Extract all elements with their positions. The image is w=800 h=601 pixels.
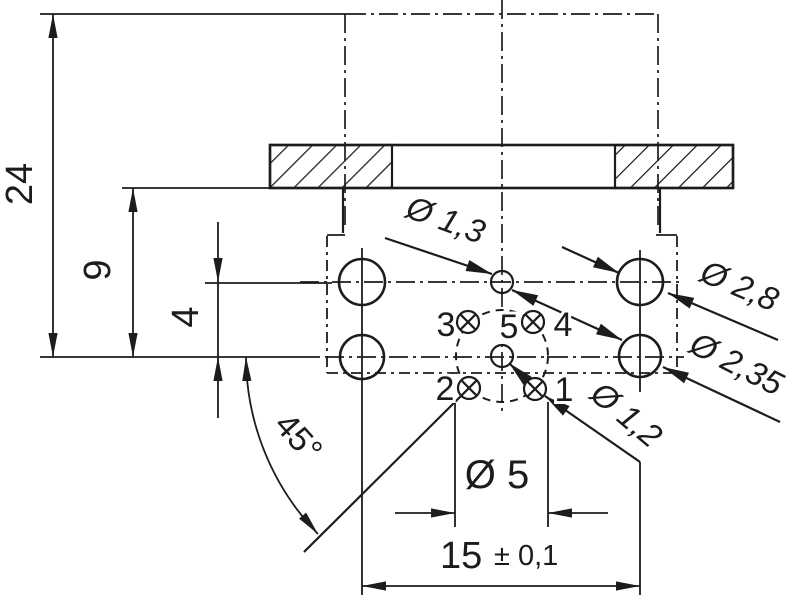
centerlines xyxy=(40,0,684,595)
dia-1-2-label: Ø 1,2 xyxy=(583,374,669,455)
angle-45-label: 45° xyxy=(267,406,330,470)
dim-15-tolerance-label: ± 0,1 xyxy=(494,540,558,572)
dimension-lines xyxy=(40,14,641,595)
dia-5-label: Ø 5 xyxy=(465,453,529,497)
dia-2-8-label: Ø 2,8 xyxy=(695,252,785,318)
line-45-degrees xyxy=(303,395,462,553)
pin-2-label: 2 xyxy=(436,370,455,408)
dim-24-label: 24 xyxy=(0,163,41,205)
arrowheads xyxy=(48,14,695,591)
flange-hatch-left xyxy=(268,143,394,190)
pin-5-label: 5 xyxy=(500,308,519,346)
dim-9-label: 9 xyxy=(77,259,119,280)
body-hidden-outline xyxy=(326,234,678,374)
pin-cross-marks xyxy=(459,313,544,398)
flange-hatch-right xyxy=(613,143,735,190)
pin-3-label: 3 xyxy=(437,306,456,344)
pin-1-label: 1 xyxy=(555,371,574,409)
dim-15-label: 15 xyxy=(440,535,482,577)
pin-4-label: 4 xyxy=(554,306,573,344)
dia-2-35-label: Ø 2,35 xyxy=(683,324,790,403)
dia-1-3-label: Ø 1,3 xyxy=(401,188,491,251)
dim-4-label: 4 xyxy=(165,306,207,327)
